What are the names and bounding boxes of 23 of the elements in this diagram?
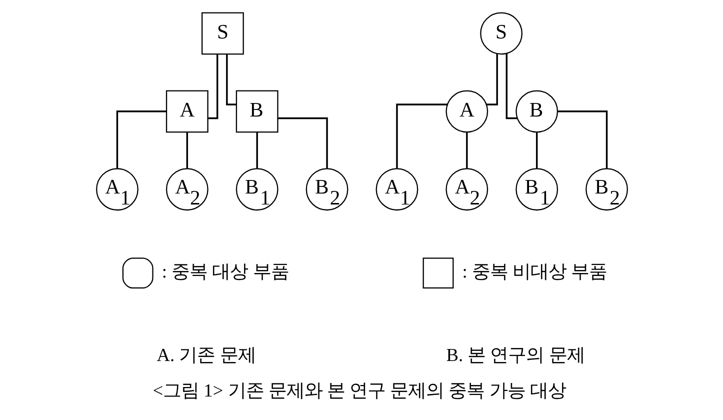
node-box: A [165, 90, 208, 133]
label: A. 기존 문제 [156, 345, 256, 366]
node-circle: A [445, 90, 488, 133]
legend-label: : 중복 비대상 부품 [462, 261, 607, 282]
connector [505, 54, 517, 120]
connector [207, 54, 218, 120]
label: B. 본 연구의 문제 [446, 345, 584, 366]
connector [466, 132, 468, 168]
connector [486, 54, 498, 106]
connector [186, 132, 188, 168]
connector [256, 132, 258, 168]
node-circle: B [515, 90, 558, 133]
connector [226, 54, 236, 106]
connector [278, 117, 328, 168]
node-box: S [201, 12, 244, 55]
connector [535, 132, 538, 168]
node-box: B [235, 90, 278, 133]
node-circle: S [480, 12, 522, 55]
caption: <그림 1> 기존 문제와 본 연구 문제의 중복 가능 대상 [152, 380, 566, 401]
legend-label: : 중복 대상 부품 [161, 261, 288, 282]
connector [396, 104, 447, 168]
connector [557, 110, 608, 168]
connector [116, 110, 166, 168]
